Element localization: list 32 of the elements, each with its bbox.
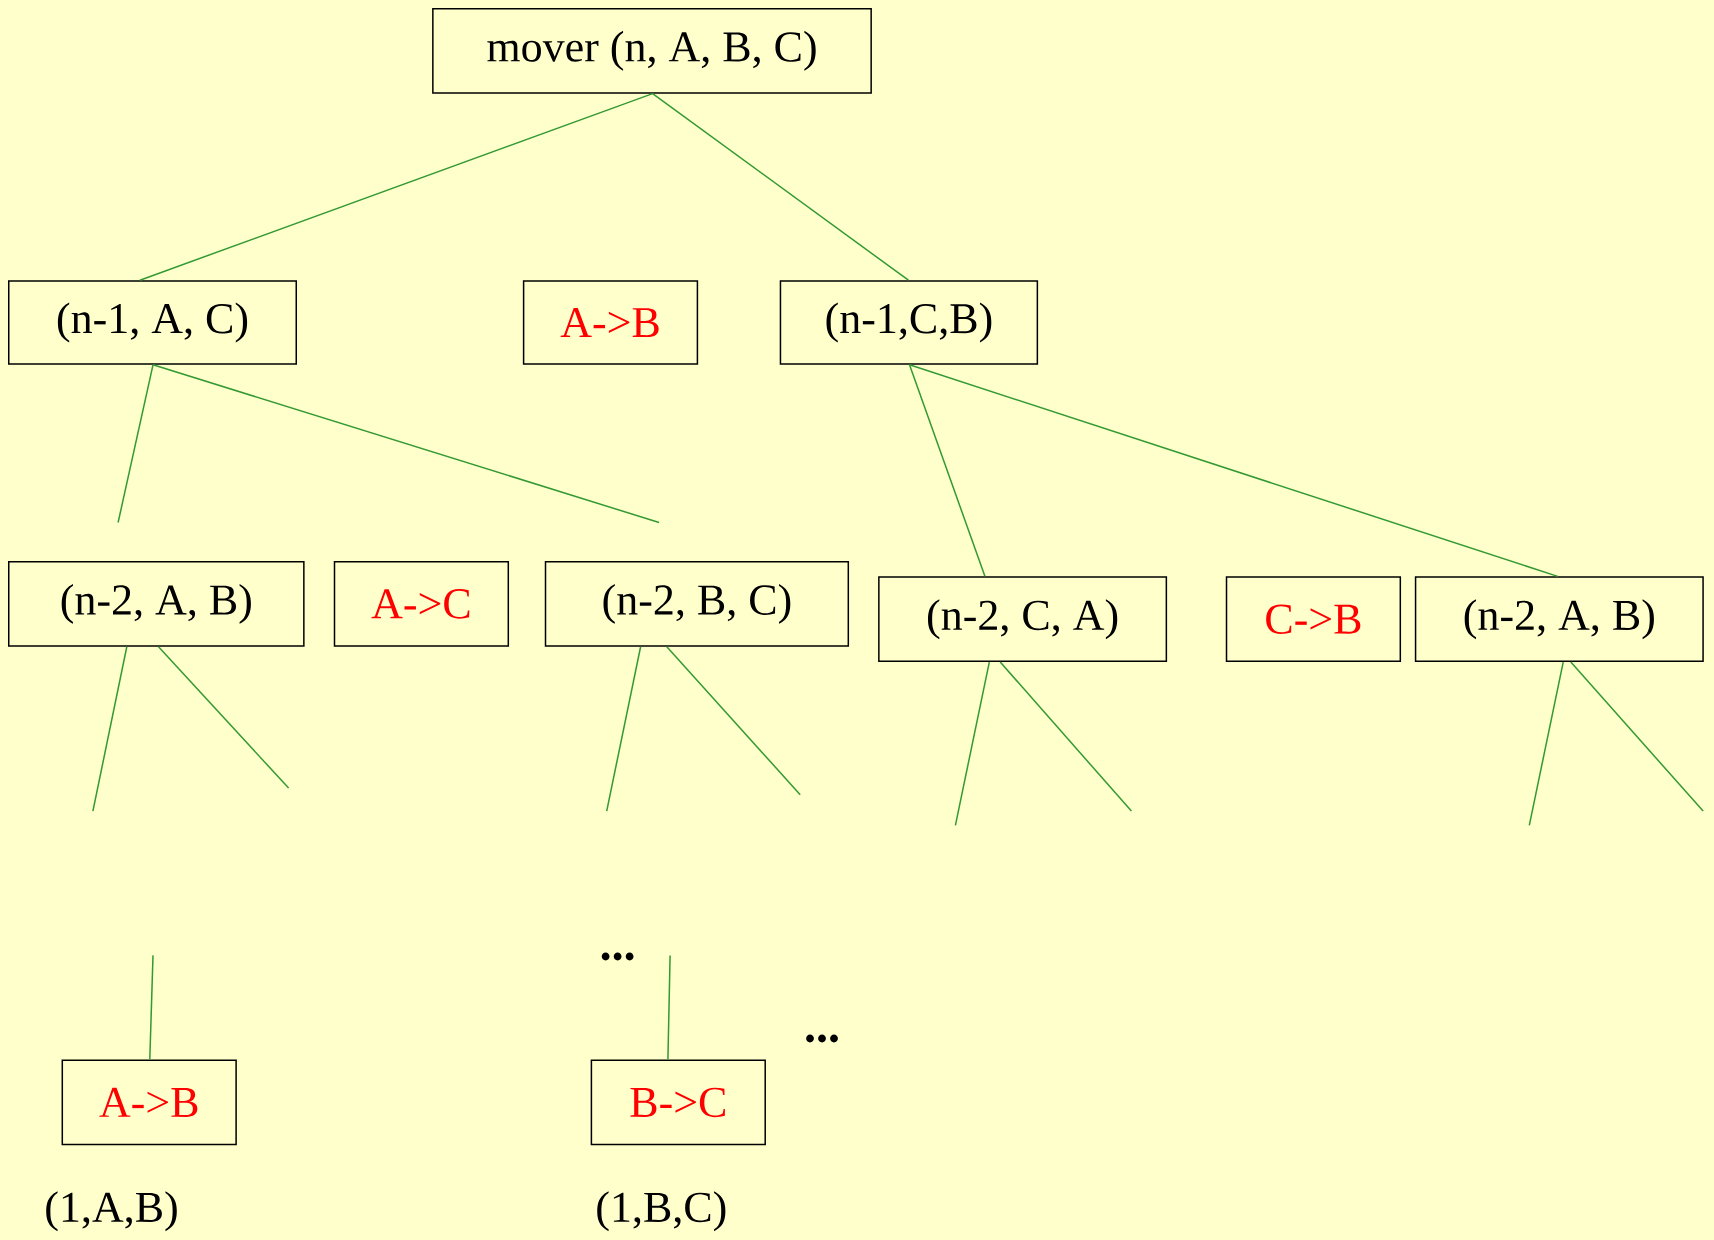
tree-line	[908, 364, 986, 578]
tree-line	[149, 954, 154, 1061]
call-box: (n-1,C,B)	[779, 280, 1039, 365]
call-box: (n-2, C, A)	[878, 576, 1168, 663]
tree-line	[954, 661, 991, 827]
ellipsis: ...	[806, 1034, 838, 1043]
call-box: (n-1, A, C)	[8, 280, 297, 365]
call-box: (n-2, B, C)	[544, 561, 850, 647]
move-box: B->C	[590, 1059, 766, 1146]
tree-line	[666, 646, 801, 796]
tree-line	[117, 364, 154, 524]
tree-line	[651, 92, 910, 281]
move-box: C->B	[1225, 576, 1402, 663]
tree-line	[157, 646, 290, 789]
tree-line	[1570, 661, 1704, 812]
tree-line	[999, 661, 1133, 812]
tree-line	[92, 646, 128, 812]
tree-line	[1528, 661, 1564, 827]
tree-line	[605, 646, 642, 812]
call-box: mover (n, A, B, C)	[432, 7, 872, 94]
tree-line	[139, 92, 654, 281]
ellipsis: ...	[601, 952, 634, 961]
call-box: (n-2, A, B)	[8, 561, 305, 647]
tree-line	[908, 364, 1559, 578]
call-label: (1,A,B)	[46, 1191, 177, 1232]
move-box: A->B	[61, 1059, 237, 1146]
move-box: A->B	[522, 280, 699, 365]
tree-line	[667, 954, 671, 1061]
call-box: (n-2, A, B)	[1414, 576, 1704, 663]
tree-line	[152, 364, 660, 524]
call-label: (1,B,C)	[597, 1191, 726, 1232]
move-box: A->C	[333, 561, 510, 647]
